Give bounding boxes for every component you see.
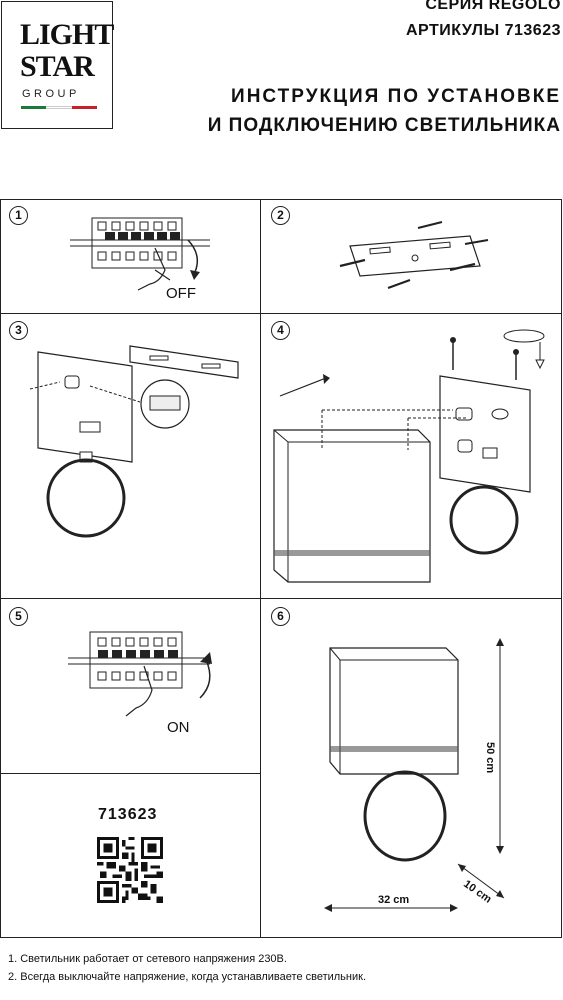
logo-line1: LIGHT [20, 18, 114, 51]
step-number-6: 6 [271, 607, 290, 626]
grid-divider-row3 [0, 773, 260, 774]
grid-divider-row1 [0, 313, 562, 314]
step-number-2: 2 [271, 206, 290, 225]
mounting-bracket-illustration [339, 221, 489, 290]
on-label: ON [167, 719, 190, 736]
logo-line3: GROUP [22, 88, 80, 100]
circuit-breaker-off-illustration [70, 217, 210, 291]
series-title: СЕРИЯ REGOLO [425, 0, 561, 13]
logo-line2: STAR [20, 50, 95, 83]
step-number-4: 4 [271, 321, 290, 340]
grid-divider-vertical [260, 199, 261, 938]
step-number-5: 5 [9, 607, 28, 626]
steps-grid [0, 199, 562, 938]
article-numbers: АРТИКУЛЫ 713623 [405, 22, 561, 39]
article-code: 713623 [98, 806, 158, 823]
circuit-breaker-on-illustration [68, 631, 212, 717]
step-number-3: 3 [9, 321, 28, 340]
grid-divider-row2 [0, 598, 562, 599]
notes: 1. Светильник работает от сетевого напря… [8, 950, 366, 986]
dimensions-illustration [324, 638, 505, 912]
note-2: 2. Всегда выключайте напряжение, когда у… [8, 971, 367, 983]
instruction-title-line1: ИНСТРУКЦИЯ ПО УСТАНОВКЕ [231, 86, 561, 107]
off-label: OFF [166, 285, 196, 302]
qr-code [97, 837, 163, 903]
step-number-1: 1 [9, 206, 28, 225]
wiring-connection-illustration [29, 345, 239, 538]
note-1: 1. Светильник работает от сетевого напря… [8, 953, 287, 965]
instruction-title-line2: И ПОДКЛЮЧЕНИЮ СВЕТИЛЬНИКА [207, 115, 561, 136]
shade-installation-illustration [273, 329, 545, 583]
brand-logo: LIGHT STAR GROUP [1, 1, 114, 129]
width-dimension: 32 cm [378, 894, 410, 906]
height-dimension: 50 cm [484, 742, 496, 774]
italian-flag-stripe [21, 106, 97, 109]
